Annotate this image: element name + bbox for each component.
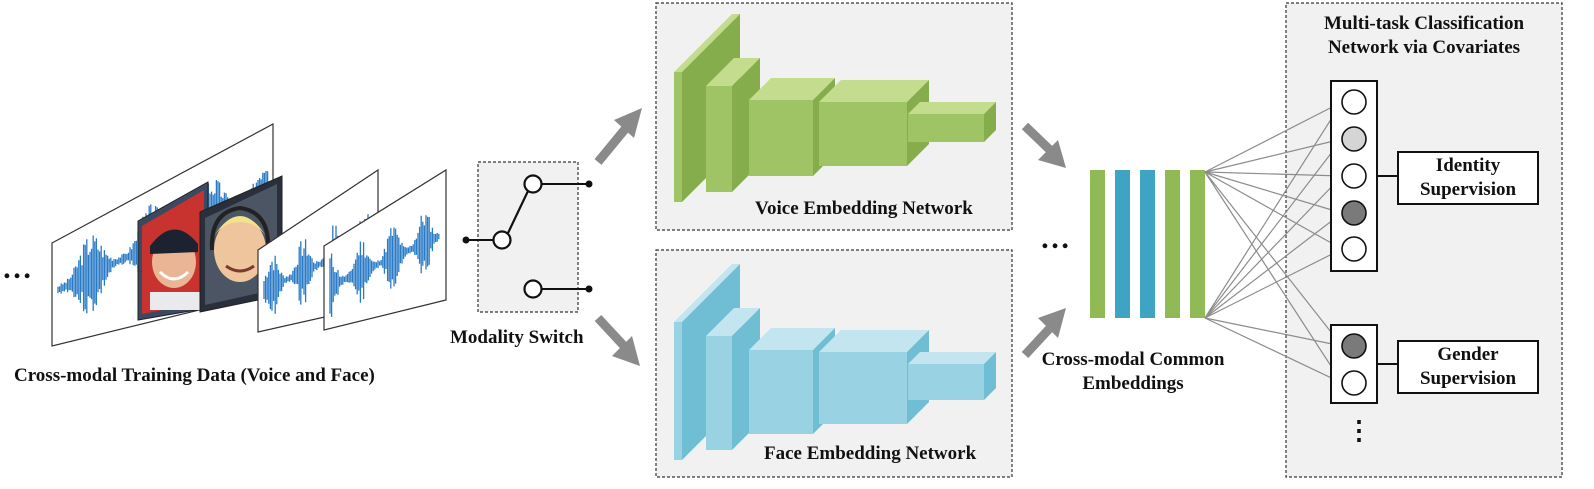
voice-layer-1-top bbox=[674, 14, 740, 72]
face-layer-3-front bbox=[749, 350, 813, 434]
voice-layer-2-front bbox=[706, 86, 732, 192]
embedding-bar-2 bbox=[1115, 170, 1130, 318]
more-tasks-ellipsis: ⋮ bbox=[1346, 416, 1372, 445]
face-frame-1 bbox=[137, 181, 209, 321]
classifier-title-line1: Multi-task Classification bbox=[1323, 13, 1525, 34]
connection-line bbox=[1204, 317, 1343, 384]
face-layer-3-top bbox=[749, 328, 835, 350]
identity-supervision-box: Identity Supervision bbox=[1397, 151, 1539, 205]
arrow-face-to-embeddings bbox=[1021, 308, 1066, 359]
embedding-bars bbox=[1090, 170, 1205, 318]
gender-node-1 bbox=[1341, 333, 1367, 359]
gender-nodes bbox=[1341, 333, 1367, 396]
embedding-bar-4 bbox=[1165, 170, 1180, 318]
face-frame-2 bbox=[199, 175, 283, 313]
face-layer-5-top bbox=[908, 352, 996, 364]
face-layer-5-side bbox=[984, 352, 996, 400]
identity-nodes bbox=[1341, 89, 1367, 262]
connection-line bbox=[1204, 175, 1343, 319]
voice-layer-4-front bbox=[819, 102, 907, 166]
classifier-title: Multi-task Classification Network via Co… bbox=[1290, 12, 1558, 60]
voice-net-layers bbox=[674, 14, 996, 202]
voice-layer-2-top bbox=[706, 58, 760, 86]
waveform-trace bbox=[329, 215, 440, 317]
connection-line bbox=[1204, 317, 1343, 347]
embedding-bar-5 bbox=[1190, 170, 1205, 318]
arrow-to-voice-net bbox=[594, 108, 642, 165]
connection-line bbox=[1204, 171, 1343, 177]
fully-connected-lines bbox=[1204, 101, 1343, 384]
face-net-layers bbox=[674, 264, 996, 460]
arrow-voice-to-embeddings bbox=[1021, 122, 1066, 168]
voice-layer-5 bbox=[908, 102, 996, 142]
training-data-ellipsis: … bbox=[2, 252, 35, 285]
arrow-to-face-net bbox=[594, 314, 640, 366]
waveform-frame-3 bbox=[323, 168, 447, 331]
connection-line bbox=[1204, 171, 1343, 214]
identity-node-5 bbox=[1341, 236, 1367, 262]
flow-arrows bbox=[594, 108, 1066, 366]
identity-node-3 bbox=[1341, 163, 1367, 189]
voice-layer-3-front bbox=[749, 100, 813, 176]
voice-layer-3-top bbox=[749, 78, 835, 100]
identity-node-2 bbox=[1341, 126, 1367, 152]
training-data-stack bbox=[51, 122, 447, 347]
voice-layer-4-top bbox=[819, 80, 929, 102]
classifier-panel bbox=[1285, 2, 1563, 478]
voice-net-label: Voice Embedding Network bbox=[755, 198, 973, 219]
face-layer-4-top bbox=[819, 330, 929, 352]
face-layer-1-front bbox=[674, 322, 682, 460]
identity-supervision-line2: Supervision bbox=[1419, 179, 1517, 200]
voice-layer-5-front bbox=[908, 114, 984, 142]
voice-layer-5-side bbox=[984, 102, 996, 142]
embedding-bar-3 bbox=[1140, 170, 1155, 318]
identity-node-4 bbox=[1341, 200, 1367, 226]
face-layer-2-top bbox=[706, 308, 760, 336]
face-layer-5-front bbox=[908, 364, 984, 400]
training-data-label: Cross-modal Training Data (Voice and Fac… bbox=[14, 365, 375, 386]
gender-node-2 bbox=[1341, 370, 1367, 396]
identity-supervision-line1: Identity bbox=[1435, 155, 1501, 176]
embeddings-ellipsis: … bbox=[1040, 222, 1073, 255]
voice-layer-3 bbox=[749, 78, 835, 176]
gender-supervision-line1: Gender bbox=[1437, 344, 1499, 365]
classifier-title-line2: Network via Covariates bbox=[1327, 37, 1521, 58]
connection-line bbox=[1204, 171, 1343, 347]
gender-supervision-line2: Supervision bbox=[1419, 368, 1517, 389]
embeddings-label: Cross-modal Common Embeddings bbox=[1038, 348, 1228, 396]
face-layer-1-top bbox=[674, 264, 740, 322]
connection-line bbox=[1204, 212, 1343, 319]
embedding-bar-1 bbox=[1090, 170, 1105, 318]
voice-layer-5-top bbox=[908, 102, 996, 114]
modality-switch-label: Modality Switch bbox=[450, 327, 584, 348]
face-layer-5 bbox=[908, 352, 996, 400]
gender-supervision-box: Gender Supervision bbox=[1397, 340, 1539, 394]
connection-line bbox=[1204, 248, 1343, 319]
modality-switch bbox=[462, 161, 593, 313]
face-net-label: Face Embedding Network bbox=[764, 443, 977, 464]
embeddings-label-line1: Cross-modal Common bbox=[1041, 349, 1225, 370]
connection-line bbox=[1204, 171, 1343, 384]
embeddings-label-line2: Embeddings bbox=[1082, 373, 1184, 394]
face-layer-2-front bbox=[706, 336, 732, 450]
voice-layer-1-front bbox=[674, 72, 682, 202]
face-layer-4-front bbox=[819, 352, 907, 424]
identity-node-1 bbox=[1341, 89, 1367, 115]
connection-line bbox=[1204, 101, 1343, 173]
connection-line bbox=[1204, 101, 1343, 319]
waveform-3 bbox=[329, 215, 440, 317]
connection-line bbox=[1204, 138, 1343, 319]
connection-line bbox=[1204, 138, 1343, 173]
voice-layer-4 bbox=[819, 80, 929, 166]
